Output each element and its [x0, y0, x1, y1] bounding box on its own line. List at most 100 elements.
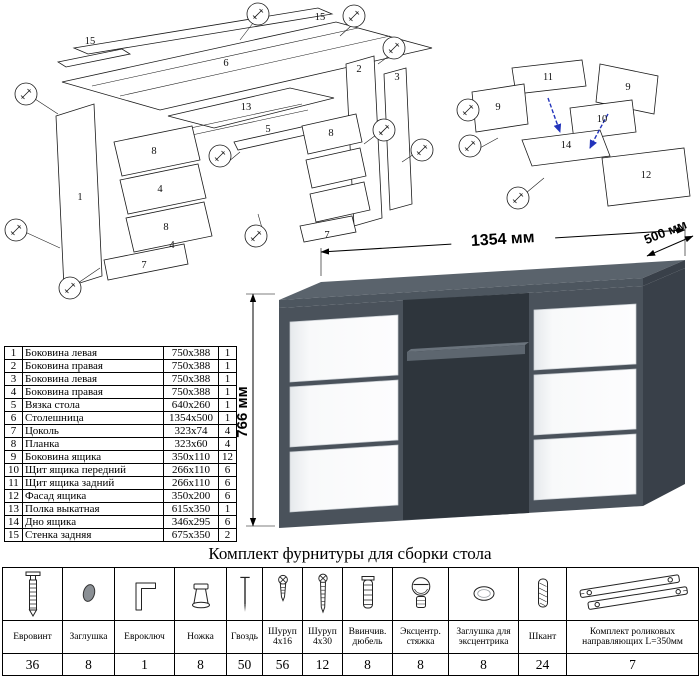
label-6: 6 — [223, 58, 228, 69]
desk-right-side — [643, 268, 685, 506]
hardware-kit-title: Комплект фурнитуры для сборки стола — [208, 544, 492, 563]
desk-brace-5 — [233, 125, 311, 151]
part-size: 750x388 — [163, 372, 219, 386]
label-4a: 4 — [157, 184, 163, 195]
foot-icon — [191, 583, 210, 609]
hardware-name: Эксцентр. стяжка — [392, 620, 449, 654]
part-name: Боковина правая — [22, 385, 164, 399]
exploded-diagram-drawer: 11 9 9 10 14 12 — [456, 59, 691, 210]
part-number: 11 — [4, 476, 23, 490]
part-number: 2 — [4, 359, 23, 373]
part-qty: 2 — [218, 528, 237, 542]
hardware-name: Заглушка — [62, 620, 115, 654]
hardware-qty: 8 — [62, 653, 115, 676]
drawer-front — [289, 444, 399, 513]
label-8b: 8 — [163, 222, 168, 233]
desk-3d-render: 766 мм 1354 мм 500 мм — [234, 222, 694, 528]
drawer-front — [533, 368, 637, 436]
label-5: 5 — [265, 124, 270, 135]
hardware-qty: 12 — [302, 653, 343, 676]
drawer-front — [533, 433, 637, 501]
part-qty: 4 — [218, 424, 237, 438]
part-name: Фасад ящика — [22, 489, 164, 503]
hardware-quantities-row: 36 8 1 8 50 56 12 8 8 8 24 7 — [2, 653, 699, 676]
label-8c: 8 — [328, 128, 333, 139]
hardware-kit-table: Евровинт Заглушка Евроключ Ножка Гвоздь … — [2, 567, 699, 676]
part-size: 266x110 — [163, 476, 219, 490]
part-name: Планка — [22, 437, 164, 451]
part-qty: 6 — [218, 463, 237, 477]
right-pedestal-drawers — [299, 113, 371, 243]
part-number: 13 — [4, 502, 23, 516]
part-name: Боковина левая — [22, 346, 164, 360]
hardware-qty: 24 — [518, 653, 567, 676]
label-11: 11 — [543, 72, 553, 83]
part-size: 266x110 — [163, 463, 219, 477]
hardware-icons-row — [2, 567, 699, 621]
desktop-panel-6 — [61, 21, 433, 111]
label-14: 14 — [561, 140, 572, 151]
drawer-panels — [471, 59, 691, 207]
callout-leader-lines — [24, 22, 415, 284]
width-dimension: 1354 мм — [320, 222, 686, 276]
drawer-front — [289, 379, 399, 448]
keyboard-tray-front — [407, 345, 525, 361]
part-name: Щит ящика передний — [22, 463, 164, 477]
part-size: 323x60 — [163, 437, 219, 451]
part-number: 8 — [4, 437, 23, 451]
part-qty: 6 — [218, 515, 237, 529]
part-qty: 1 — [218, 346, 237, 360]
drawer-front — [533, 303, 637, 371]
label-2: 2 — [356, 64, 361, 75]
width-label-backing — [450, 222, 556, 253]
label-8a: 8 — [151, 146, 156, 157]
label-15a: 15 — [85, 36, 96, 47]
part-size: 346x295 — [163, 515, 219, 529]
part-size: 750x388 — [163, 346, 219, 360]
part-number: 4 — [4, 385, 23, 399]
part-size: 1354x500 — [163, 411, 219, 425]
part-name: Боковина правая — [22, 359, 164, 373]
cap-icon — [82, 584, 95, 602]
part-name: Дно ящика — [22, 515, 164, 529]
cam-cap-icon — [473, 586, 494, 601]
part-number: 12 — [4, 489, 23, 503]
label-13: 13 — [241, 102, 252, 113]
hardware-names-row: Евровинт Заглушка Евроключ Ножка Гвоздь … — [2, 620, 699, 654]
part-size: 750x388 — [163, 359, 219, 373]
insert-dowel-icon — [361, 576, 374, 609]
part-qty: 1 — [218, 385, 237, 399]
hardware-name: Шуруп 4x16 — [262, 620, 303, 654]
hardware-name: Шуруп 4x30 — [302, 620, 343, 654]
part-number: 6 — [4, 411, 23, 425]
hex-key-icon — [135, 582, 156, 611]
part-name: Стенка задняя — [22, 528, 164, 542]
width-dimension-label: 1354 мм — [470, 229, 535, 250]
hardware-qty: 7 — [566, 653, 699, 676]
part-number: 5 — [4, 398, 23, 412]
label-4b: 4 — [169, 240, 175, 251]
part-qty: 12 — [218, 450, 237, 464]
depth-dimension-label: 500 мм — [642, 222, 689, 247]
left-pedestal-drawer-fronts — [289, 314, 399, 513]
part-name: Полка выкатная — [22, 502, 164, 516]
label-9a: 9 — [495, 102, 500, 113]
label-10: 10 — [597, 114, 608, 125]
part-name: Вязка стола — [22, 398, 164, 412]
part-size: 615x350 — [163, 502, 219, 516]
part-qty: 6 — [218, 489, 237, 503]
part-size: 350x200 — [163, 489, 219, 503]
part-qty: 4 — [218, 437, 237, 451]
wood-dowel-icon — [537, 578, 548, 608]
